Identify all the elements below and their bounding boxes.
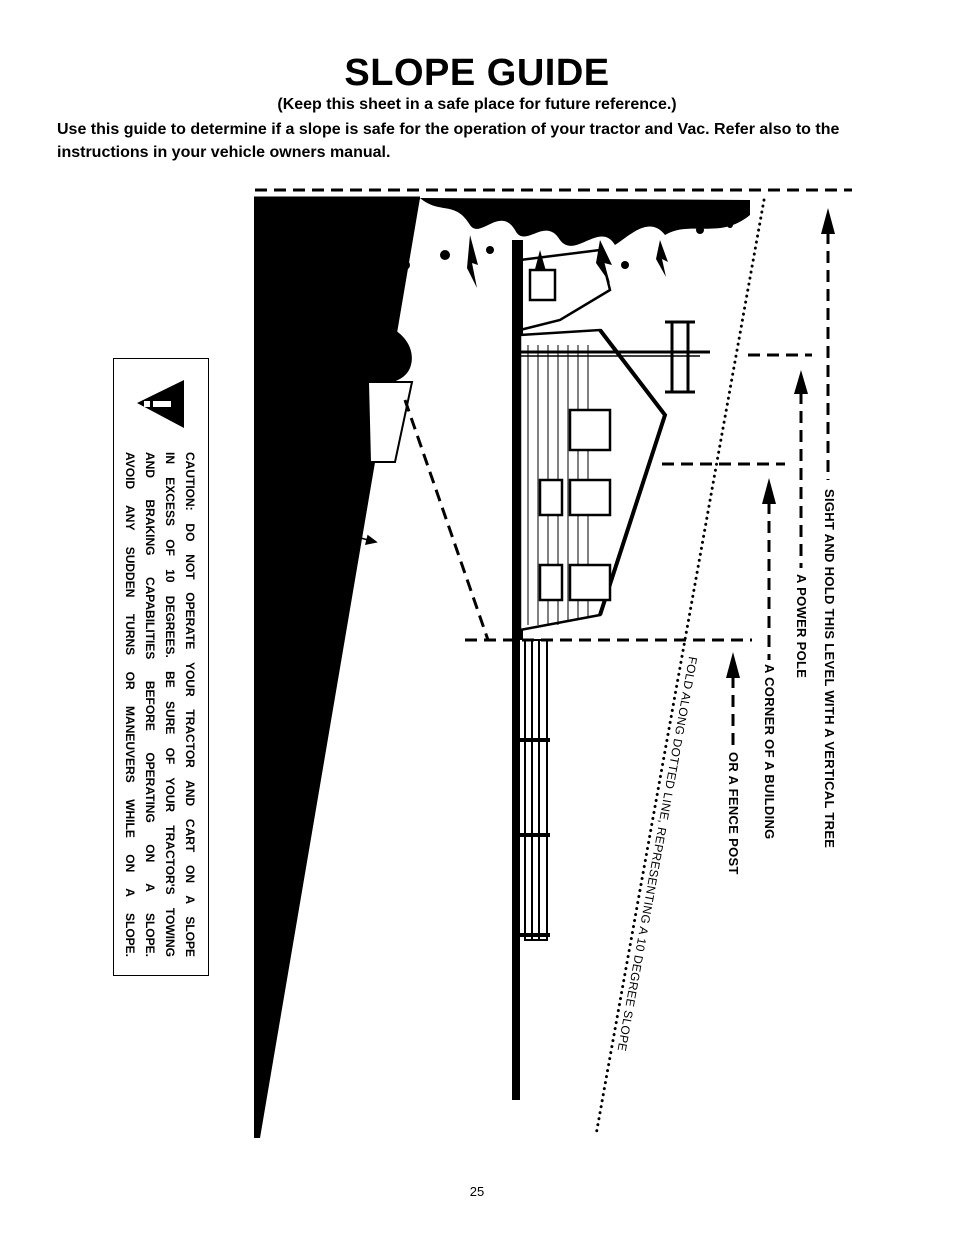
fold-line — [594, 198, 766, 1137]
caution-line-4: AVOID ANY SUDDEN TURNS OR MANEUVERS WHIL… — [123, 452, 137, 957]
tree-canopy — [371, 198, 750, 301]
caution-text: CAUTION: DO NOT OPERATE YOUR TRACTOR AND… — [120, 452, 200, 957]
label-pole: A POWER POLE — [794, 574, 809, 679]
arrow-building — [762, 478, 776, 660]
power-pole — [520, 320, 710, 394]
arrow-fence — [726, 652, 740, 748]
label-fence: OR A FENCE POST — [726, 752, 741, 875]
page-number: 25 — [469, 1184, 485, 1199]
label-tree: SIGHT AND HOLD THIS LEVEL WITH A VERTICA… — [822, 489, 837, 849]
caution-line-2: IN EXCESS OF 10 DEGREES. BE SURE OF YOUR… — [163, 452, 177, 957]
page-title: SLOPE GUIDE — [344, 52, 610, 94]
arrow-tree — [821, 208, 835, 480]
person-silhouette — [262, 323, 412, 402]
arrow-pole — [794, 370, 808, 568]
angle-label: 10° — [310, 519, 324, 539]
intro-paragraph: Use this guide to determine if a slope i… — [57, 121, 840, 161]
building — [518, 248, 668, 632]
caution-line-1: CAUTION: DO NOT OPERATE YOUR TRACTOR AND… — [183, 452, 197, 957]
fence-post — [520, 639, 550, 941]
angle-indicator — [267, 522, 378, 545]
caution-box — [113, 358, 209, 976]
caution-line-3: AND BRAKING CAPABILITIES BEFORE OPERATIN… — [143, 452, 157, 957]
sight-line-card — [403, 399, 490, 641]
label-building: A CORNER OF A BUILDING — [762, 664, 777, 840]
guide-card — [366, 381, 414, 463]
page-subtitle: (Keep this sheet in a safe place for fut… — [277, 96, 677, 113]
warning-icon — [137, 380, 184, 428]
